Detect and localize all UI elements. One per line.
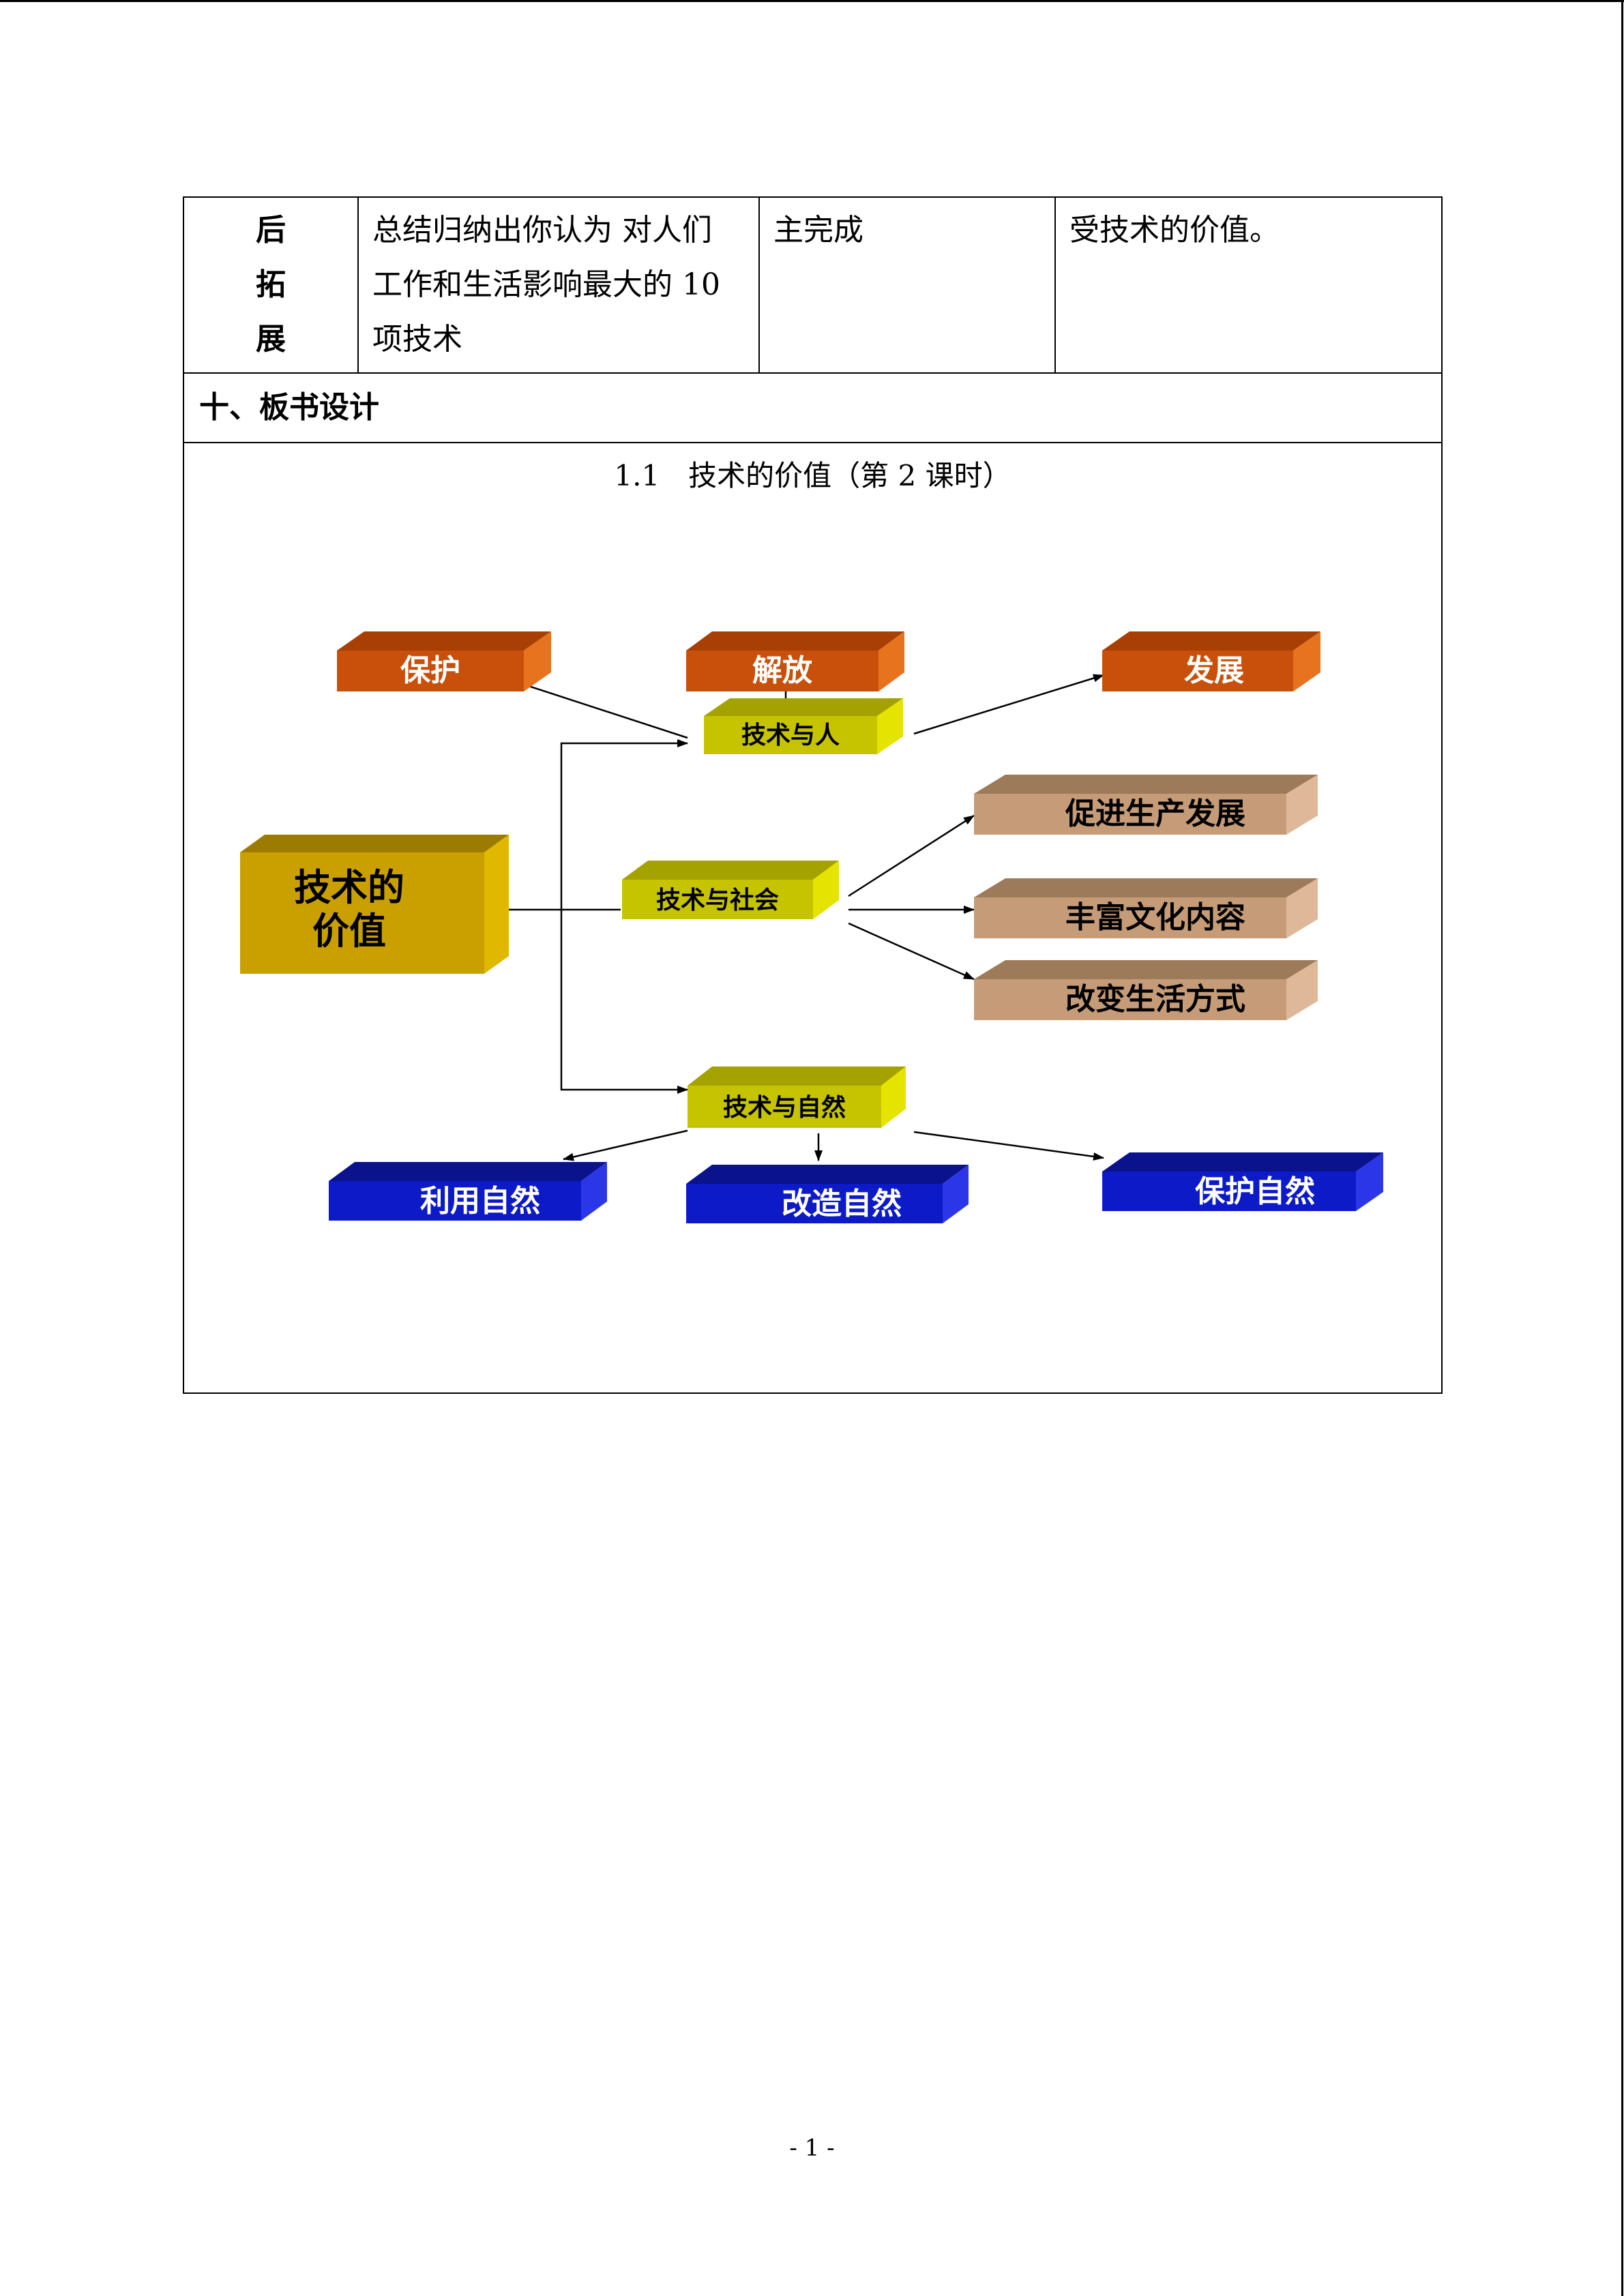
- table-row: 十、板书设计: [183, 372, 1443, 443]
- row-label-char: 拓: [256, 267, 286, 302]
- arrow-to-human-hub: [560, 739, 688, 910]
- content-line: 项技术: [372, 322, 462, 357]
- arrow-to-nature-hub: [560, 910, 688, 1094]
- table-row: 1.1 技术的价值（第 2 课时）: [183, 442, 1443, 1394]
- box-use-nature-label: 利用自然: [420, 1184, 540, 1219]
- right-border-line: [1621, 0, 1623, 2296]
- center-box: 技术的 价值: [240, 835, 509, 974]
- board-design-cell: 1.1 技术的价值（第 2 课时）: [183, 442, 1443, 1394]
- box-lifestyle-label: 改变生活方式: [1065, 982, 1245, 1017]
- row-label-cell: 后 拓 展: [183, 196, 359, 374]
- hub-society-label: 技术与社会: [656, 886, 779, 914]
- hub-human-label: 技术与人: [741, 721, 840, 749]
- arrow-to-lifestyle: [848, 922, 975, 981]
- box-transform-nature: 改造自然: [686, 1165, 969, 1223]
- page-number: - 1 -: [789, 2134, 835, 2162]
- arrow-to-protect-nature: [913, 1131, 1104, 1161]
- box-liberate-label: 解放: [752, 653, 812, 688]
- box-production: 促进生产发展: [974, 775, 1318, 835]
- box-culture-label: 丰富文化内容: [1065, 900, 1245, 935]
- row-label-char: 展: [256, 322, 286, 357]
- box-culture: 丰富文化内容: [974, 878, 1318, 938]
- box-use-nature: 利用自然: [329, 1162, 607, 1221]
- box-develop: 发展: [1102, 631, 1320, 691]
- section-title: 十、板书设计: [183, 372, 1443, 443]
- hub-human: 技术与人: [704, 698, 903, 754]
- box-transform-nature-label: 改造自然: [782, 1187, 902, 1221]
- table-row: 后 拓 展 总结归纳出你认为 对人们 工作和生活影响最大的 10 项技术 主完成…: [183, 196, 1443, 374]
- arrow-to-use-nature: [563, 1129, 688, 1161]
- content-line: 工作和生活影响最大的 10: [372, 267, 720, 302]
- connector-lines: [498, 674, 1104, 1161]
- board-title: 1.1 技术的价值（第 2 课时）: [614, 459, 1012, 492]
- row-label-char: 后: [256, 213, 286, 248]
- intent-cell: 受技术的价值。: [1054, 196, 1443, 374]
- box-lifestyle: 改变生活方式: [974, 960, 1318, 1020]
- concept-diagram: 保护 解放 发展: [240, 631, 1383, 1223]
- center-box-label-line1: 技术的: [294, 866, 404, 909]
- box-liberate: 解放: [686, 631, 904, 691]
- content-line: 总结归纳出你认为 对人们: [372, 213, 712, 248]
- content-cell: 总结归纳出你认为 对人们 工作和生活影响最大的 10 项技术: [357, 196, 760, 374]
- hub-nature: 技术与自然: [688, 1067, 906, 1128]
- box-protect-nature-label: 保护自然: [1195, 1174, 1315, 1209]
- box-protect: 保护: [337, 631, 551, 691]
- hub-society: 技术与社会: [622, 861, 839, 919]
- box-develop-label: 发展: [1184, 653, 1244, 688]
- box-protect-nature: 保护自然: [1102, 1152, 1383, 1211]
- center-box-label-line2: 价值: [312, 910, 386, 953]
- box-protect-label: 保护: [400, 653, 460, 688]
- hub-nature-label: 技术与自然: [723, 1093, 846, 1122]
- lesson-table: 后 拓 展 总结归纳出你认为 对人们 工作和生活影响最大的 10 项技术 主完成…: [183, 196, 1443, 1394]
- arrow-to-production: [848, 814, 975, 897]
- student-activity-cell: 主完成: [758, 196, 1056, 374]
- arrow-to-develop: [913, 674, 1104, 735]
- box-production-label: 促进生产发展: [1065, 796, 1245, 831]
- top-border-line: [0, 0, 1624, 2]
